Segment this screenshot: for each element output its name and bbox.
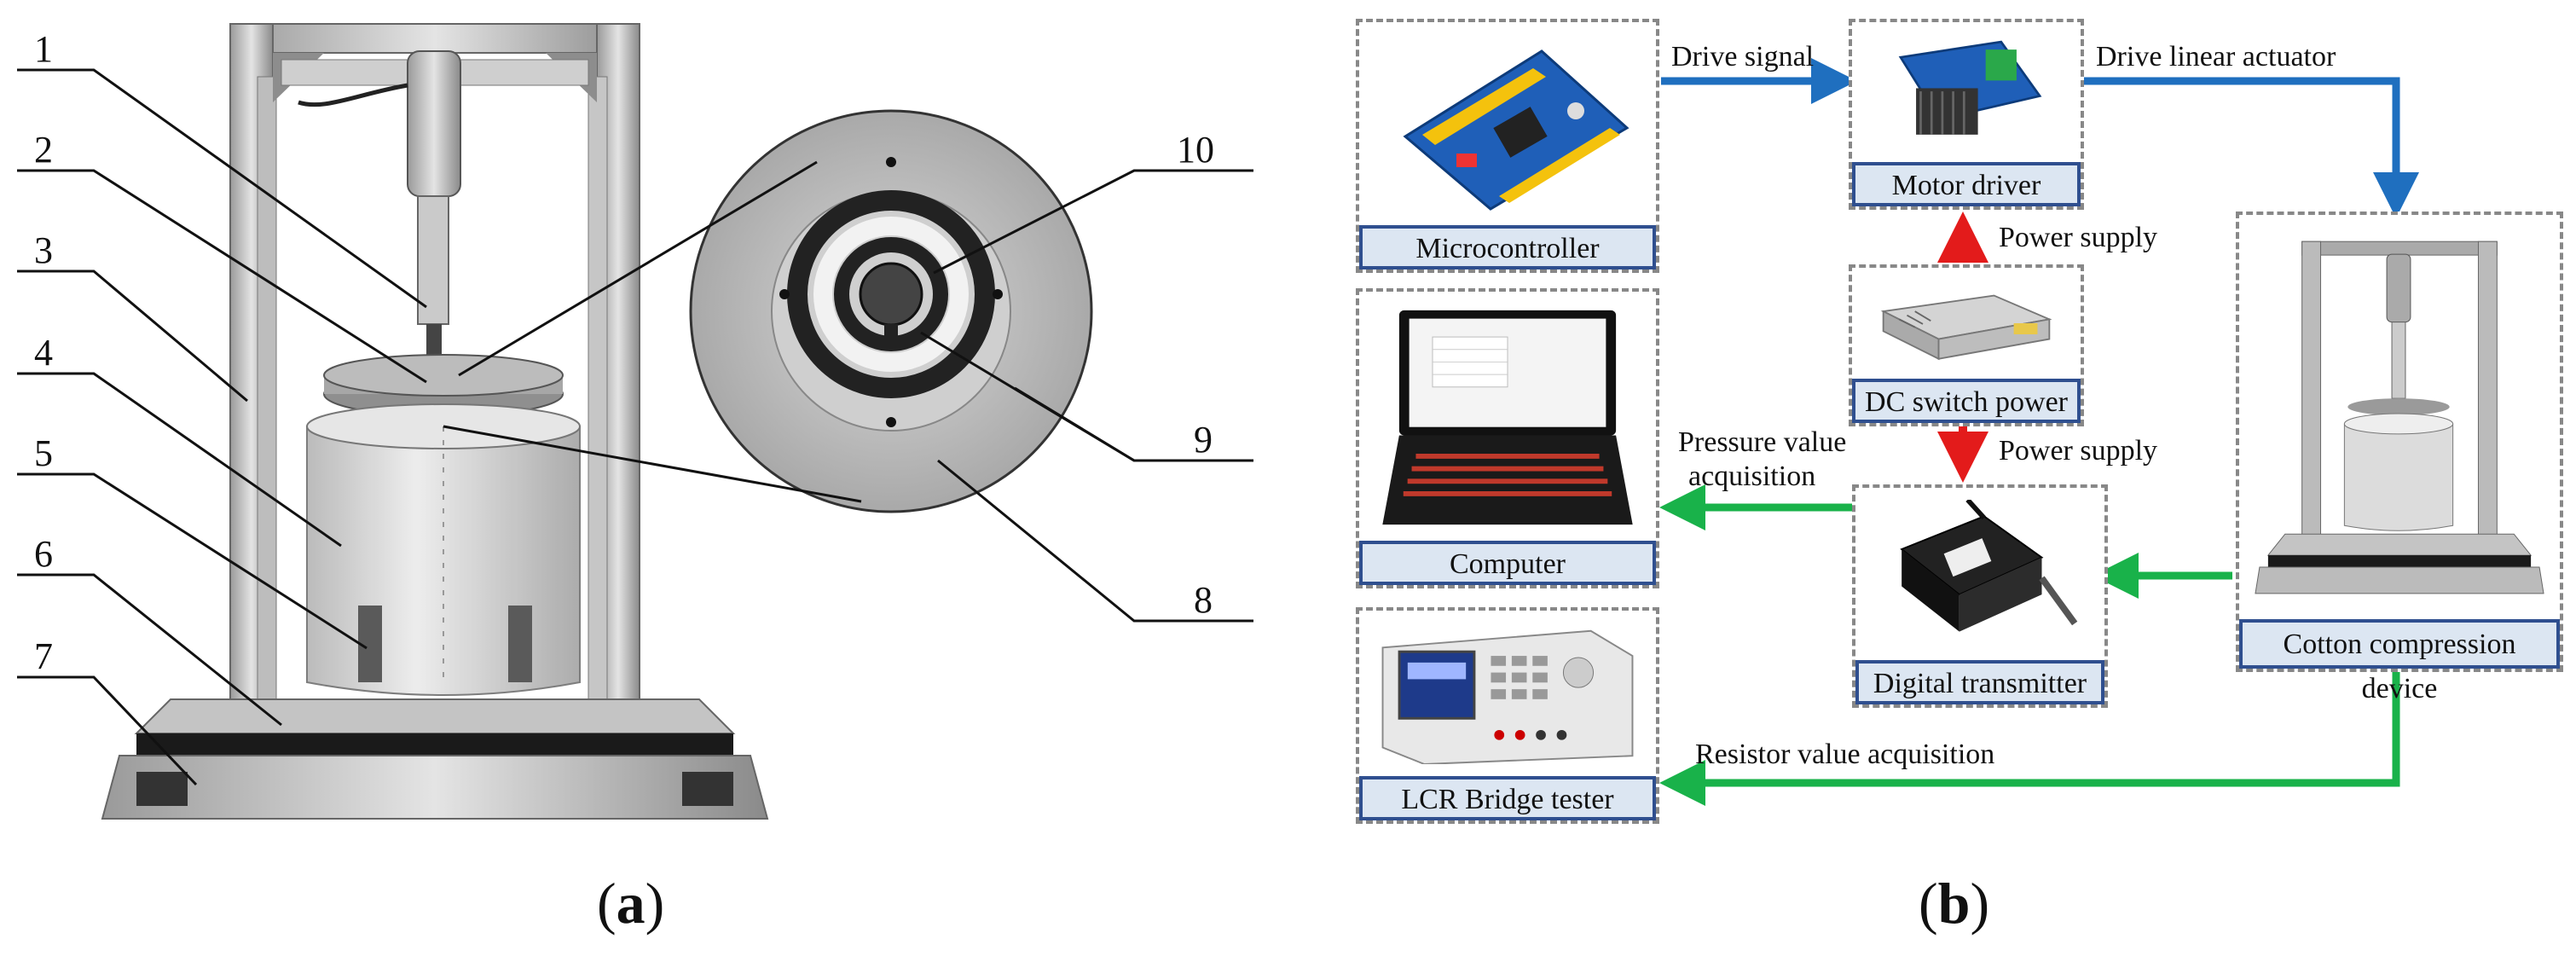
center-electrode bbox=[859, 262, 923, 327]
transmitter-icon bbox=[1900, 498, 2078, 632]
microcontroller-box: Microcontroller bbox=[1356, 19, 1659, 273]
label-power-supply-bottom: Power supply bbox=[1999, 435, 2158, 467]
microcontroller-label: Microcontroller bbox=[1359, 225, 1656, 269]
part-number-5: 5 bbox=[34, 432, 53, 474]
cotton-compression-device-label: Cotton compression device bbox=[2239, 619, 2560, 704]
microcontroller-board-icon bbox=[1403, 49, 1630, 211]
lcr-meter-icon bbox=[1381, 629, 1634, 765]
part-number-2: 2 bbox=[34, 129, 53, 171]
computer-box: Computer bbox=[1356, 288, 1659, 588]
label-pressure-acquisition: acquisition bbox=[1688, 461, 1816, 492]
panel-a: 1 2 3 4 5 6 7 8 9 10 (a) bbox=[0, 0, 1279, 962]
bottom-rail bbox=[101, 755, 769, 820]
dc-switch-power-label: DC switch power bbox=[1852, 379, 2081, 423]
base-plate bbox=[134, 698, 736, 734]
digital-transmitter-label: Digital transmitter bbox=[1855, 660, 2104, 704]
leader-lines bbox=[17, 68, 1253, 786]
outer-electrode-ring bbox=[787, 190, 995, 398]
label-drive-linear-actuator: Drive linear actuator bbox=[2096, 41, 2336, 72]
laptop-icon bbox=[1382, 310, 1633, 525]
motor-driver-icon bbox=[1898, 40, 2042, 135]
inner-electrode-ring bbox=[834, 237, 948, 351]
compression-device-icon bbox=[2255, 240, 2544, 594]
part-number-8: 8 bbox=[1194, 579, 1213, 621]
compression-device-photo: 1 2 3 4 5 6 7 8 9 10 bbox=[17, 23, 1253, 820]
panel-b: Microcontroller Motor driver DC switch p… bbox=[1330, 0, 2576, 962]
computer-label: Computer bbox=[1359, 541, 1656, 585]
part-number-9: 9 bbox=[1194, 419, 1213, 461]
part-number-10: 10 bbox=[1177, 129, 1214, 171]
frame-top-beam bbox=[229, 23, 640, 54]
dc-switch-power-box: DC switch power bbox=[1849, 264, 2084, 426]
actuator-rod bbox=[417, 195, 449, 325]
digital-transmitter-box: Digital transmitter bbox=[1852, 484, 2108, 708]
part-number-3: 3 bbox=[34, 229, 53, 271]
part-number-4: 4 bbox=[34, 332, 53, 374]
motor-driver-box: Motor driver bbox=[1849, 19, 2084, 210]
lcr-bridge-tester-label: LCR Bridge tester bbox=[1359, 776, 1656, 820]
label-pressure-value: Pressure value bbox=[1678, 426, 1847, 458]
arrow-drive-actuator bbox=[2084, 77, 2419, 218]
transparent-cylinder bbox=[306, 426, 581, 696]
base-black-plate bbox=[136, 733, 733, 756]
arrow-resistor-acquisition bbox=[1659, 672, 2400, 806]
cotton-compression-device-box: Cotton compression device bbox=[2236, 212, 2563, 704]
flow-arrows bbox=[1659, 58, 2419, 806]
panel-label-b: (b) bbox=[1919, 871, 1990, 936]
linear-actuator bbox=[407, 50, 461, 197]
motor-driver-label: Motor driver bbox=[1852, 162, 2081, 206]
label-resistor-value-acquisition: Resistor value acquisition bbox=[1695, 739, 1995, 770]
part-number-6: 6 bbox=[34, 533, 53, 575]
lcr-bridge-tester-box: LCR Bridge tester bbox=[1356, 607, 1659, 824]
power-supply-icon bbox=[1880, 294, 2052, 361]
label-power-supply-top: Power supply bbox=[1999, 222, 2158, 253]
part-number-7: 7 bbox=[34, 635, 53, 677]
panel-label-a: (a) bbox=[597, 871, 665, 936]
label-drive-signal: Drive signal bbox=[1671, 41, 1815, 72]
part-number-1: 1 bbox=[34, 28, 53, 70]
